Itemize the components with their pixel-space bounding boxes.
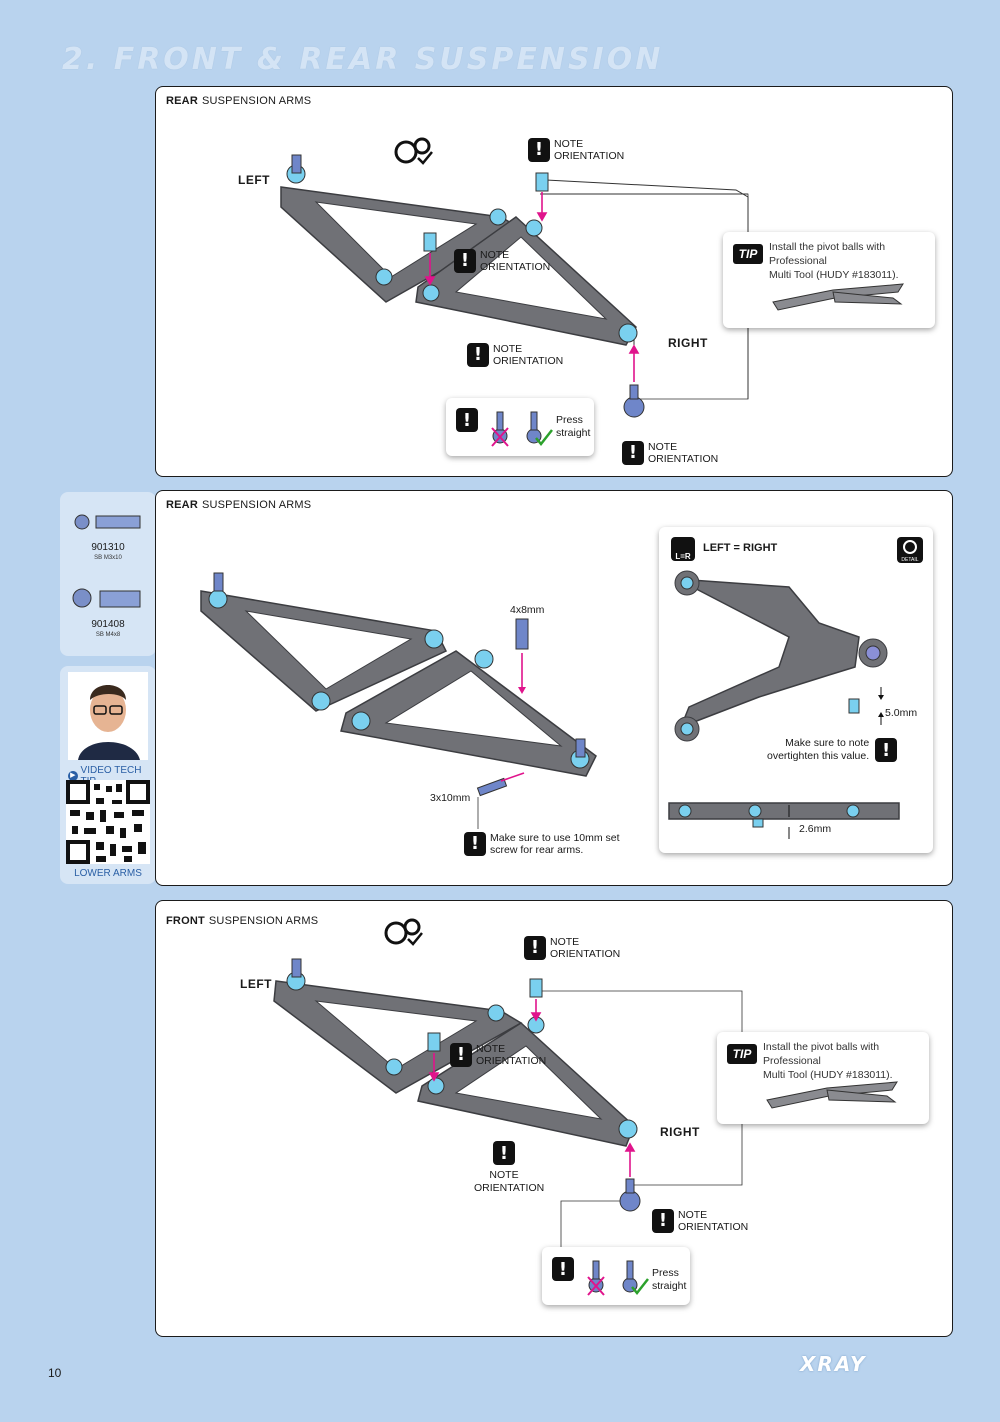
warning-icon: !	[456, 408, 478, 432]
warning-icon: !	[622, 441, 644, 465]
panel-title-prefix: REAR	[166, 499, 198, 511]
video-topic-label: LOWER ARMS	[74, 868, 142, 879]
panel-title-prefix: REAR	[166, 95, 198, 107]
left-side-label: LEFT	[240, 977, 272, 991]
detail-badge: DETAIL	[897, 537, 923, 563]
press-text-2: straight	[652, 1280, 687, 1292]
cross-icon	[491, 427, 509, 447]
tip-text-line-1: Install the pivot balls with Professiona…	[763, 1041, 880, 1067]
tip-text-line-2: Multi Tool (HUDY #183011).	[763, 1069, 893, 1081]
press-straight-box: ! Press straight	[542, 1247, 690, 1305]
multi-tool-icon	[766, 1081, 898, 1109]
press-text-1: Press	[556, 414, 583, 426]
lr-badge: L=R	[671, 537, 695, 561]
part-desc-2: SB M4x8	[95, 632, 121, 638]
right-suspension-arm	[340, 650, 597, 777]
tip-box: TIP Install the pivot balls with Profess…	[723, 232, 935, 328]
tip-text-line-1: Install the pivot balls with Professiona…	[769, 241, 886, 267]
warning-icon: !	[528, 138, 550, 162]
press-illustration	[491, 411, 553, 447]
detail-illustration	[668, 570, 900, 839]
warning-icon: !	[524, 936, 546, 960]
tip-badge: TIP	[727, 1044, 757, 1064]
warning-icon: !	[454, 249, 476, 273]
part-desc-1: SB M3x10	[94, 555, 122, 561]
multi-tool-icon	[772, 283, 904, 311]
video-tip-card[interactable]: ▶ VIDEO TECH TIP LOWER ARMS	[60, 666, 156, 884]
part-901310-icon	[72, 514, 141, 608]
set-screw-3x10-icon	[476, 777, 508, 797]
press-illustration	[587, 1260, 649, 1296]
right-suspension-arm	[417, 1022, 635, 1147]
tip-box: TIP Install the pivot balls with Profess…	[717, 1032, 929, 1124]
brand-logo: XRAY	[800, 1352, 867, 1376]
cross-icon	[587, 1276, 605, 1296]
press-text-1: Press	[652, 1267, 679, 1279]
part-number-1: 901310	[91, 542, 125, 553]
tip-text-line-2: Multi Tool (HUDY #183011).	[769, 269, 899, 281]
tip-badge: TIP	[733, 244, 763, 264]
screw-size-label: 3x10mm	[430, 792, 471, 804]
warning-icon: !	[450, 1043, 472, 1067]
play-icon: ▶	[68, 771, 78, 781]
check-icon	[535, 429, 553, 446]
panel-title-prefix: FRONT	[166, 915, 205, 927]
parts-card: 901310 SB M3x10 901408 SB M4x8	[60, 492, 156, 656]
pivot-ball-icon	[291, 154, 645, 418]
right-side-label: RIGHT	[668, 336, 708, 350]
magnifier-icon	[903, 540, 917, 554]
check-icon	[631, 1278, 649, 1295]
left-side-label: LEFT	[238, 173, 270, 187]
dimension-5mm: 5.0mm	[885, 707, 918, 719]
spacer-4x8-icon	[515, 618, 529, 650]
spacer-size-label: 4x8mm	[510, 604, 545, 616]
warning-icon: !	[552, 1257, 574, 1281]
panel-title-text: SUSPENSION ARMS	[201, 95, 312, 107]
panel-title-text: SUSPENSION ARMS	[201, 499, 312, 511]
right-suspension-arm	[415, 216, 637, 346]
dimension-2-6mm: 2.6mm	[799, 823, 832, 835]
qr-code-icon[interactable]	[60, 666, 156, 884]
part-number-2: 901408	[91, 619, 125, 630]
gear-check-icon	[394, 137, 433, 165]
gear-check-icon	[384, 918, 423, 946]
detail-box: L=R LEFT = RIGHT DETAIL	[659, 527, 933, 853]
warning-icon: !	[652, 1209, 674, 1233]
press-straight-box: ! Press straight	[446, 398, 594, 456]
page-title: 2. FRONT & REAR SUSPENSION	[62, 42, 664, 77]
press-text-2: straight	[556, 427, 591, 439]
warning-icon: !	[493, 1141, 515, 1165]
arrow-icon	[424, 192, 640, 382]
page-number: 10	[48, 1366, 62, 1380]
presenter-avatar	[68, 672, 148, 760]
left-suspension-arm	[200, 590, 448, 712]
warning-icon: !	[464, 832, 486, 856]
rear-arms-illustration	[280, 137, 749, 418]
rear-arms-assembly-illustration	[200, 572, 597, 829]
warning-icon: !	[875, 738, 898, 762]
warning-icon: !	[467, 343, 489, 367]
right-side-label: RIGHT	[660, 1125, 700, 1139]
detail-title: LEFT = RIGHT	[703, 542, 778, 554]
panel-title-text: SUSPENSION ARMS	[208, 915, 319, 927]
